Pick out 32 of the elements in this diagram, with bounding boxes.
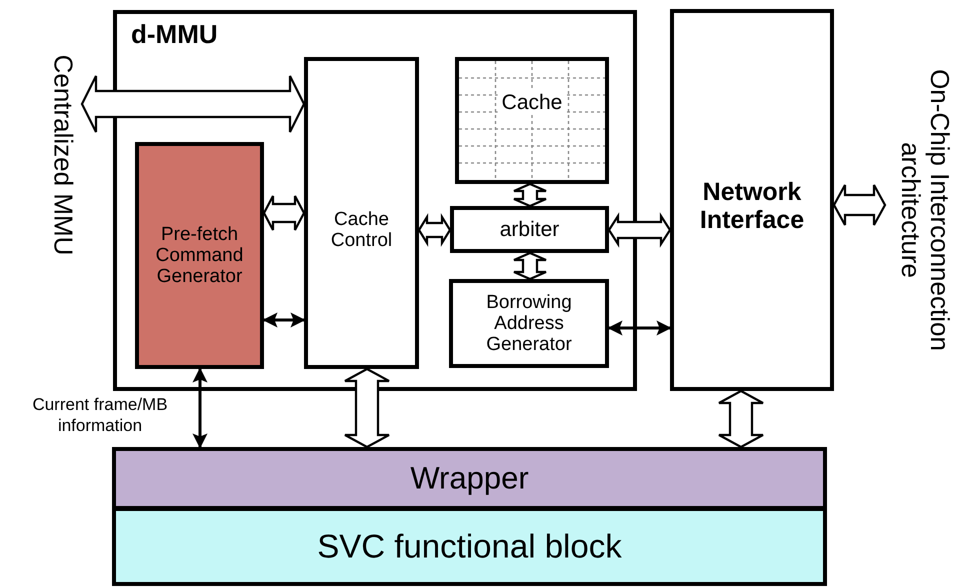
box-label: Borrowing Address Generator — [485, 292, 573, 356]
double-block-arrow — [344, 368, 390, 448]
double-arrow — [192, 368, 208, 448]
double-block-arrow — [512, 252, 548, 280]
box-label: Cache Control — [330, 209, 394, 252]
double-arrow — [262, 312, 306, 328]
box-label: SVC functional block — [316, 528, 623, 565]
box-label: Pre-fetch Command Generator — [154, 224, 244, 288]
box-label: arbiter — [498, 218, 560, 242]
double-block-arrow — [512, 182, 548, 208]
double-block-arrow — [608, 212, 672, 248]
double-block-arrow — [80, 74, 306, 134]
box-label: d-MMU — [131, 20, 219, 50]
process-box — [449, 279, 609, 368]
block-band — [112, 507, 827, 586]
wrapper-band — [112, 447, 827, 510]
vertical-label: Centralized MMU — [48, 54, 78, 258]
process-box — [304, 57, 419, 369]
edge-label: Current frame/MB information — [31, 394, 169, 436]
double-block-arrow — [262, 194, 306, 232]
double-block-arrow — [832, 184, 886, 226]
process-box — [450, 206, 609, 253]
process-box — [670, 9, 834, 391]
double-arrow — [608, 320, 672, 336]
module-box — [113, 10, 637, 391]
box-label: Network Interface — [698, 178, 806, 234]
process-box — [135, 142, 264, 369]
box-label: Cache — [498, 91, 566, 115]
double-block-arrow — [418, 213, 452, 247]
double-block-arrow — [718, 390, 764, 448]
box-label: Wrapper — [409, 461, 530, 496]
vertical-label: On-Chip Interconnection architecture — [896, 68, 954, 353]
